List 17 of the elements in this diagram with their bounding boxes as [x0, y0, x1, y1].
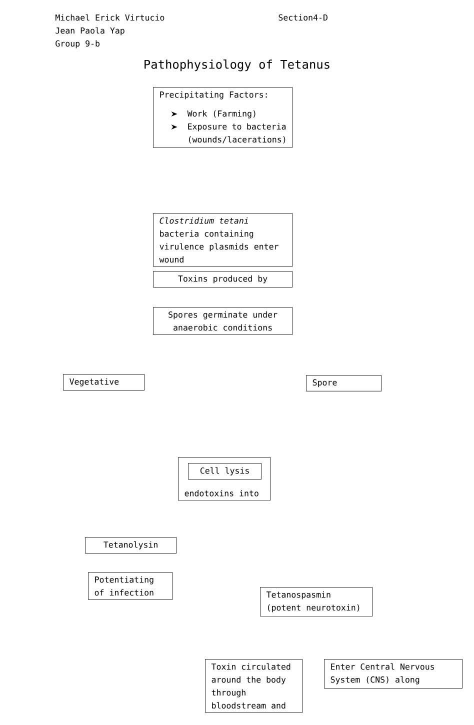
- text-box: Toxins produced by: [153, 271, 293, 288]
- text-box: Potentiating of infection: [88, 572, 173, 600]
- text-box: Precipitating Factors: Work (Farming) Exposure to bacteria (wounds/lacerations): [153, 87, 293, 148]
- title: Pathophysiology of Tetanus: [144, 60, 330, 72]
- header-text: Section4-D: [278, 14, 328, 21]
- text-box: Clostridium tetani bacteria containing virulence plasmids enter wound: [153, 213, 293, 267]
- text-box: Toxin circulated around the body through bloodstream and: [205, 659, 303, 713]
- text-box: Spore: [306, 375, 382, 392]
- text-box: Vegetative: [63, 374, 145, 391]
- header-text: Group 9-b: [56, 40, 100, 48]
- text-box: Enter Central Nervous System (CNS) along: [324, 659, 463, 689]
- text-box: Spores germinate under anaerobic conditions: [153, 307, 293, 335]
- header-text: Michael Erick Virtucio: [56, 14, 164, 21]
- header-text: Jean Paola Yap: [56, 27, 124, 36]
- text-box: Tetanolysin: [85, 537, 177, 554]
- text-box: Tetanospasmin (potent neurotoxin): [260, 587, 373, 617]
- inner-box: Cell lysis: [188, 463, 262, 480]
